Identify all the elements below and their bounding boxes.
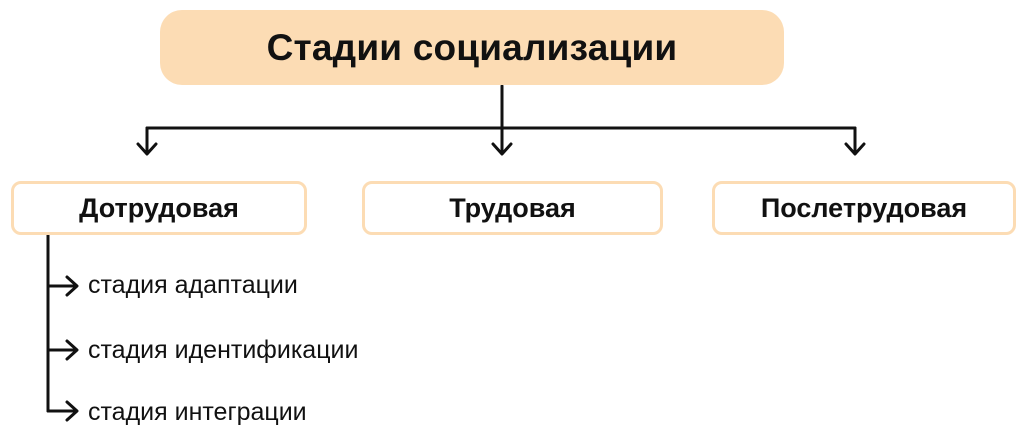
stage-node-labor: Трудовая <box>362 181 663 235</box>
substage-integration: стадия интеграции <box>88 398 307 426</box>
substage-adaptation: стадия адаптации <box>88 271 298 299</box>
stage-label: Трудовая <box>449 192 576 223</box>
arrowhead-right-2 <box>65 339 79 361</box>
arrowhead-down-3 <box>844 142 866 156</box>
substage-identification: стадия идентификации <box>88 336 359 364</box>
root-node-title: Стадии социализации <box>266 26 678 68</box>
stage-node-pre-labor: Дотрудовая <box>11 181 307 235</box>
stage-label: Послетрудовая <box>760 192 968 223</box>
root-node-box: Стадии социализации <box>160 10 784 85</box>
stage-node-post-labor: Послетрудовая <box>712 181 1016 235</box>
stage-label: Дотрудовая <box>79 192 239 223</box>
arrowhead-down-2 <box>491 142 513 156</box>
arrowhead-down-1 <box>136 142 158 156</box>
arrowhead-right-1 <box>65 275 79 297</box>
arrowhead-right-3 <box>65 400 79 422</box>
